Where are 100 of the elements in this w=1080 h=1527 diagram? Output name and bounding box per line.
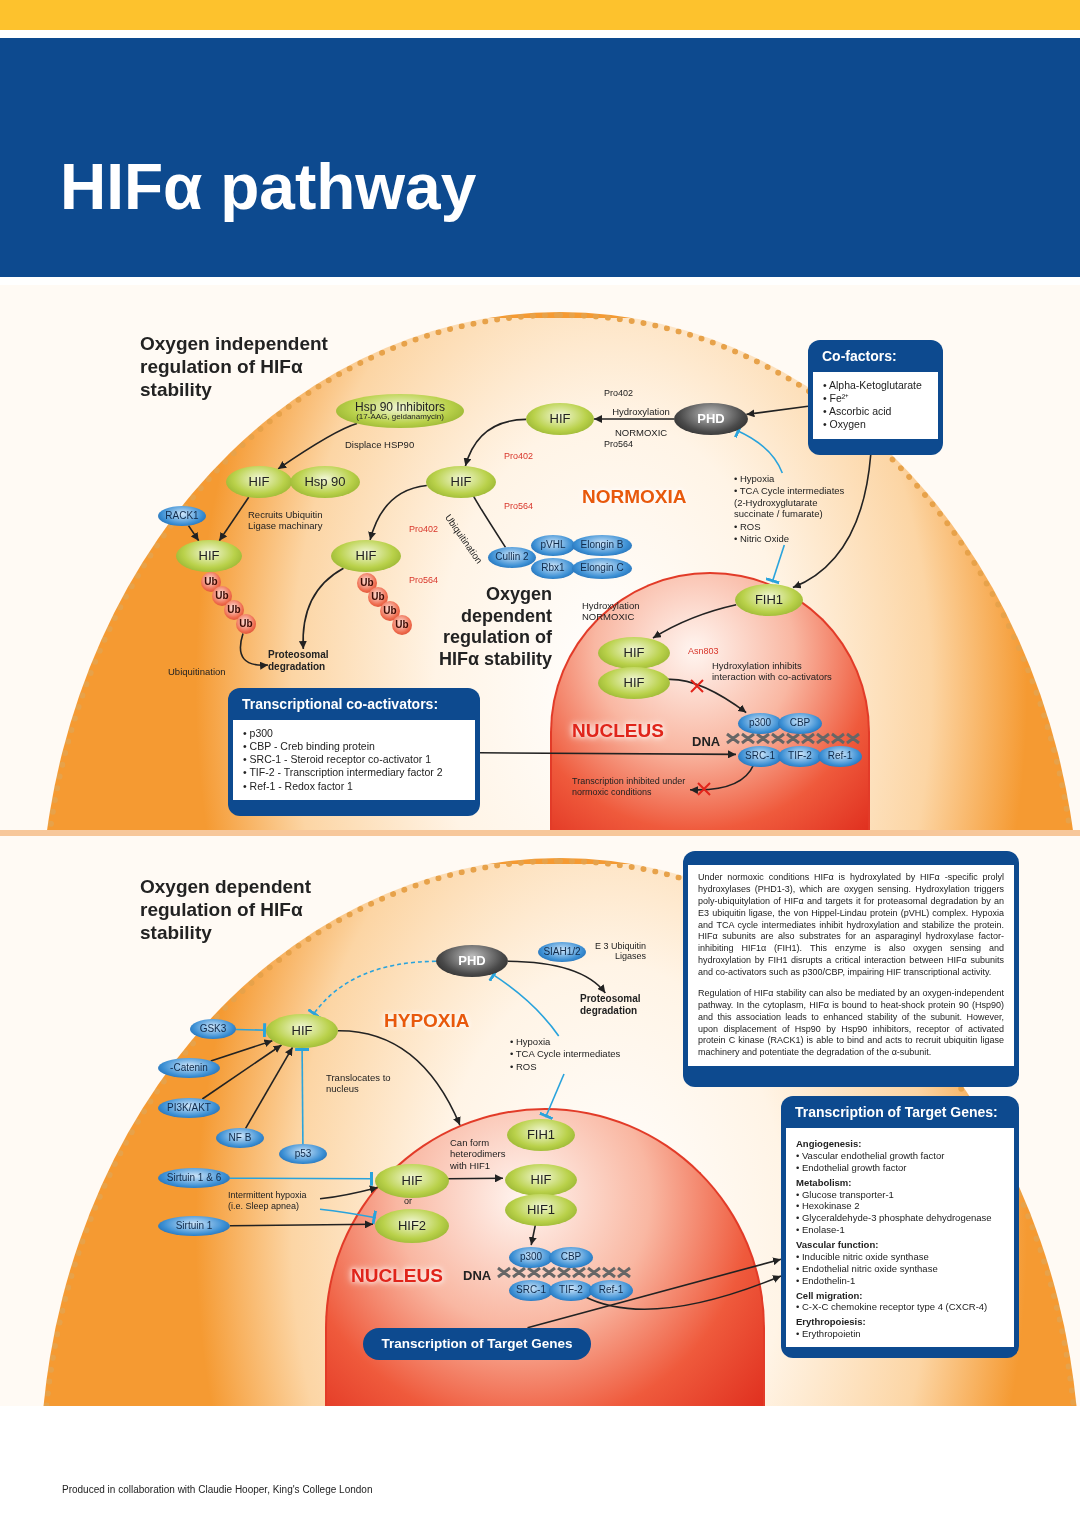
edge-label: Hydroxylation NORMOXIC [611, 405, 671, 440]
text-box [683, 851, 1019, 1087]
text-label: Transcription inhibited under normoxic conditions [572, 776, 692, 802]
credit-note: Produced in collaboration with Claudie Hooper, King's College London [62, 1484, 374, 1496]
list-item: • Glucose transporter-1 [796, 1188, 895, 1201]
protein-ellipse: HIF [505, 1164, 577, 1196]
box-heading: Co-factors: [821, 347, 898, 366]
list-item: • CBP - Creb binding protein [243, 740, 376, 754]
edge-label: Translocates to nucleus [326, 1072, 392, 1095]
list-item: • Ascorbic acid [823, 405, 893, 419]
edge-label: Recruits Ubiquitin Ligase machinary [248, 509, 324, 532]
text-label: Intermittent hypoxia (i.e. Sleep apnea) [228, 1190, 320, 1218]
text-label: DNA [692, 734, 724, 752]
title-pill: Transcription of Target Genes [363, 1328, 591, 1360]
paragraph: Regulation of HIFα stability can also be mediated by an oxygen-independent pathway. In the cytoplasm, HIFα is bound to heat-shock protein 90 (Hsp90) and this association leads to enhanced stability of the subunit. However, upon displacement of Hsp90 by Hsp90 inhibitors, receptor of activated protein C kinase (RACK1) is able to bind and acts to recruit ubiquitin ligase machinery and potentiate the degradation of the α-subunit. [698, 987, 1004, 1060]
arrow [239, 632, 269, 670]
protein-ellipse: Ref-1 [818, 746, 862, 767]
protein-ellipse: HIF [598, 667, 670, 699]
edge-label: Displace HSP90 [345, 439, 416, 451]
arrow [368, 484, 428, 541]
list-item: • Erythropoietin [796, 1328, 862, 1340]
residue-label: Asn803 [688, 646, 719, 656]
arrow [229, 1220, 374, 1229]
arrow [319, 1185, 379, 1200]
list-item: • TCA Cycle intermediates [510, 1048, 622, 1060]
box-heading: Transcription of Target Genes: [794, 1103, 999, 1122]
protein-ellipse: CBP [549, 1247, 593, 1268]
protein-ellipse: HIF2 [375, 1209, 449, 1243]
region-title: NUCLEUS [572, 720, 664, 742]
protein-ellipse: CBP [778, 713, 822, 734]
list-item: • Endothelial nitric oxide synthase [796, 1262, 939, 1275]
arrow [689, 764, 755, 794]
list-item: • TCA Cycle intermediates (2-Hydroxyglutarate succinate / fumarate) [734, 485, 846, 520]
list-heading: Angiogenesis: [796, 1138, 863, 1150]
node-text: Hsp 90 Inhibitors [354, 400, 445, 414]
arrow [593, 415, 675, 423]
arrow [792, 454, 872, 589]
list-heading: Erythropoiesis: [796, 1316, 867, 1329]
list-item: • Ref-1 - Redox factor 1 [243, 779, 354, 793]
arrow [667, 678, 747, 714]
list-item: • p300 [243, 727, 274, 741]
arrow [277, 422, 358, 470]
protein-ellipse: SRC-1 [509, 1280, 553, 1301]
region-label: HYPOXIA [384, 1010, 471, 1033]
arrow [210, 1039, 274, 1062]
region-title: NUCLEUS [351, 1265, 443, 1287]
list-item: • C-X-C chemokine receptor type 4 (CXCR-4) [796, 1301, 989, 1314]
connector-word: or [404, 1196, 413, 1207]
protein-ellipse: SRC-1 [738, 746, 782, 767]
protein-ellipse: Ref-1 [589, 1280, 633, 1301]
list-item: • Endothelial growth factor [796, 1161, 908, 1174]
arrow [507, 960, 607, 994]
list-heading: Metabolism: [796, 1176, 853, 1189]
protein-ellipse: HIF [598, 637, 670, 669]
protein-ellipse: p300 [509, 1247, 553, 1268]
residue-label: Pro564 [504, 501, 534, 511]
list-item: • Nitric Oxide [734, 532, 791, 545]
text-label: DNA [463, 1268, 495, 1286]
arrow [337, 1029, 461, 1126]
protein-ellipse: FIH1 [735, 584, 803, 616]
info-box [781, 1096, 1019, 1358]
list-item: • Hypoxia [734, 473, 776, 485]
annotation-label: E 3 Ubiquitin Ligases [593, 941, 646, 961]
info-box [228, 688, 480, 816]
arrow [187, 524, 200, 542]
residue-label: Pro402 [604, 388, 634, 398]
box-heading: Transcriptional co-activators: [241, 695, 440, 714]
list-item: • TIF-2 - Transcription intermediary factor 2 [243, 766, 444, 780]
text-label: Proteosomal degradation [580, 993, 650, 1019]
list-item: • Glyceraldehyde-3 phosphate dehydrogenase [796, 1212, 993, 1225]
node-text: (17-AAG, geldanamycin) [356, 413, 444, 422]
section-heading: Oxygen dependent regulation of HIFα stability [437, 584, 552, 671]
list-item: • Enolase-1 [796, 1224, 846, 1236]
list-item: • Hypoxia [510, 1036, 552, 1048]
edge-label: Can form heterodimers with HIF1 [450, 1137, 507, 1172]
residue-label: Pro402 [504, 451, 534, 461]
protein-ellipse: TIF-2 [549, 1280, 593, 1301]
page-title: HIFα pathway [60, 150, 477, 224]
residue-label: Pro564 [604, 439, 634, 449]
edge-label: Ubiquitination [168, 666, 227, 678]
list-item: • ROS [510, 1060, 538, 1073]
arrow [464, 418, 527, 467]
list-heading: Cell migration: [796, 1289, 864, 1302]
protein-ellipse: TIF-2 [778, 746, 822, 767]
arrow [218, 496, 250, 542]
list-item: • Oxygen [823, 418, 867, 432]
list-heading: Vascular function: [796, 1239, 880, 1251]
protein-ellipse: p300 [738, 713, 782, 734]
arrow [745, 405, 809, 418]
arrow [244, 1046, 294, 1130]
edge-label: Hydroxylation inhibits interaction with co-activators [712, 660, 833, 683]
list-item: • SRC-1 - Steroid receptor co-activator 1 [243, 753, 433, 767]
info-box [808, 340, 943, 455]
residue-label: Pro402 [409, 524, 439, 534]
protein-ellipse: HIF1 [505, 1194, 577, 1226]
protein-ellipse: HIF [375, 1164, 449, 1198]
list-item: • Endothelin-1 [796, 1274, 857, 1287]
paragraph: Under normoxic conditions HIFα is hydroxylated by HIFα -specific prolyl hydroxylases (PHD1-3), which are oxygen sensing. Hydroxylation triggers poly-ubiquitylation of HIFα and targets it for proteasomal degradation by an E3 ubiquitin ligase, the von Hippel-Lindau protein (pVHL) complex. Hypoxia and TCA cycle intermediates inhibit hydroxylation and stabilize the protein. HIFα subunits are also substrates for an asparaginyl hydroxylase factor-inhibiting HIF1α (FIH1). This enzyme is also oxygen sensing and hydroxylation by FIH1 disrupts a critical interaction between HIFα subunits and co-activators such as p300/CBP, impairing HIF transcriptional activity. [698, 872, 1004, 979]
list-item: • Alpha-Ketoglutarate [823, 379, 923, 393]
list-item: • Hexokinase 2 [796, 1200, 861, 1213]
